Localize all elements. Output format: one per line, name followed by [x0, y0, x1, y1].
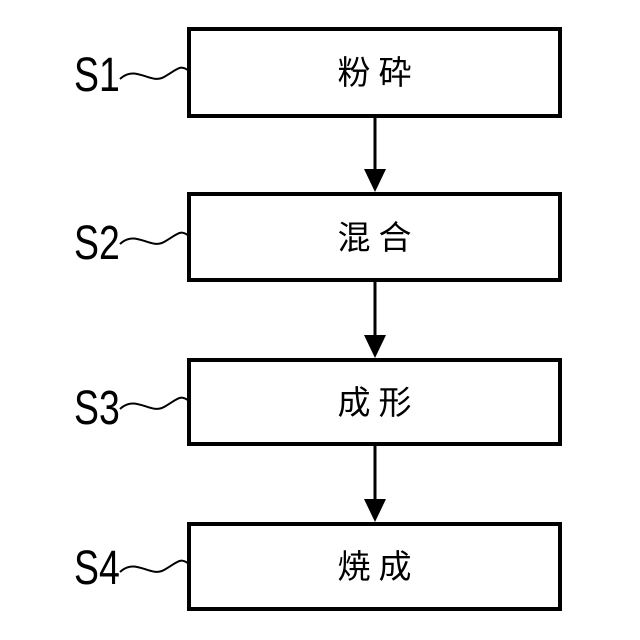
step-label-s3: S3	[74, 382, 120, 435]
process-box-title: 粉砕	[337, 54, 420, 91]
process-box-s4: 焼成	[187, 522, 562, 611]
flow-arrow-1	[364, 118, 386, 192]
flow-arrow-3	[364, 446, 386, 522]
leader-line-s1	[119, 66, 190, 80]
flow-arrow-2	[364, 282, 386, 358]
process-box-title: 混合	[337, 218, 420, 256]
step-label-s1: S1	[74, 49, 120, 102]
step-label-s4: S4	[74, 542, 120, 595]
leader-line-s2	[119, 231, 190, 245]
step-label-s2: S2	[74, 217, 120, 270]
leader-line-s3	[119, 396, 190, 410]
process-box-title: 焼成	[337, 548, 420, 585]
process-box-s3: 成形	[187, 358, 562, 446]
process-box-s1: 粉砕	[187, 27, 562, 118]
process-box-title: 成形	[337, 383, 420, 421]
process-box-s2: 混合	[187, 192, 562, 282]
leader-line-s4	[119, 559, 190, 573]
